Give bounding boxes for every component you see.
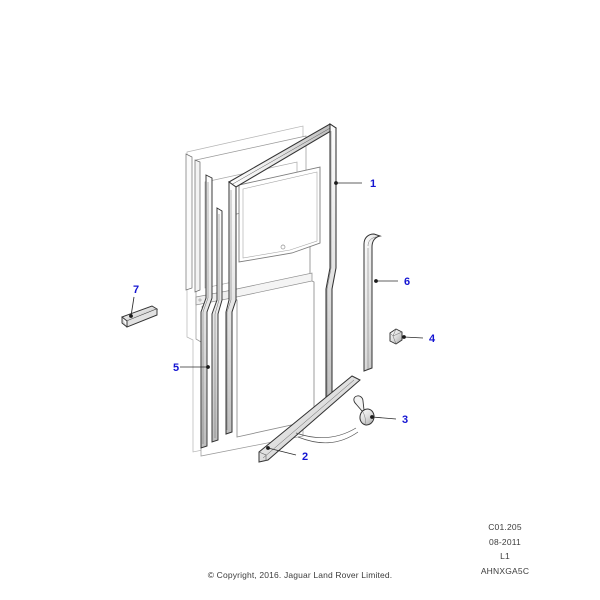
leader-dot-5 <box>206 365 210 369</box>
part-7-sealing-block-pad <box>121 305 159 328</box>
drawing-meta-block: C01.205 08-2011 L1 AHNXGA5C <box>440 520 570 578</box>
part-6-b-pillar-seal <box>363 233 382 372</box>
leader-dot-2 <box>266 446 270 450</box>
callout-label-3: 3 <box>402 414 408 426</box>
callout-label-6: 6 <box>404 276 410 288</box>
meta-date: 08-2011 <box>489 536 521 547</box>
callout-label-4: 4 <box>429 333 436 345</box>
part-5-glass-run-channel <box>200 174 223 449</box>
leader-dot-1 <box>334 181 338 185</box>
part-2-sill-finisher-strip <box>258 375 361 463</box>
part-1-window-frame-weatherstrip <box>225 123 337 435</box>
leader-3 <box>371 416 397 420</box>
leader-7 <box>130 296 135 317</box>
leader-dot-3 <box>370 415 374 419</box>
callout-label-1: 1 <box>370 178 376 190</box>
copyright-notice: © Copyright, 2016. Jaguar Land Rover Lim… <box>207 570 393 580</box>
meta-code: C01.205 <box>488 522 522 532</box>
leader-dot-7 <box>129 314 133 318</box>
part-4-weatherstrip-clip <box>389 328 403 345</box>
leader-2 <box>267 447 297 456</box>
callout-label-2: 2 <box>302 451 308 463</box>
leader-dot-4 <box>402 335 406 339</box>
callout-leaders <box>130 182 424 456</box>
glass-run-upper-segments <box>185 153 201 293</box>
meta-model: L1 <box>500 551 510 561</box>
leader-dot-6 <box>374 279 378 283</box>
part-3-retaining-clip <box>353 395 375 426</box>
meta-reference: AHNXGA5C <box>480 565 530 576</box>
callout-label-7: 7 <box>133 284 139 296</box>
callout-arrow-dots <box>129 181 406 450</box>
door-window-glass <box>238 166 321 263</box>
leader-4 <box>403 336 424 339</box>
callout-label-5: 5 <box>173 362 179 374</box>
